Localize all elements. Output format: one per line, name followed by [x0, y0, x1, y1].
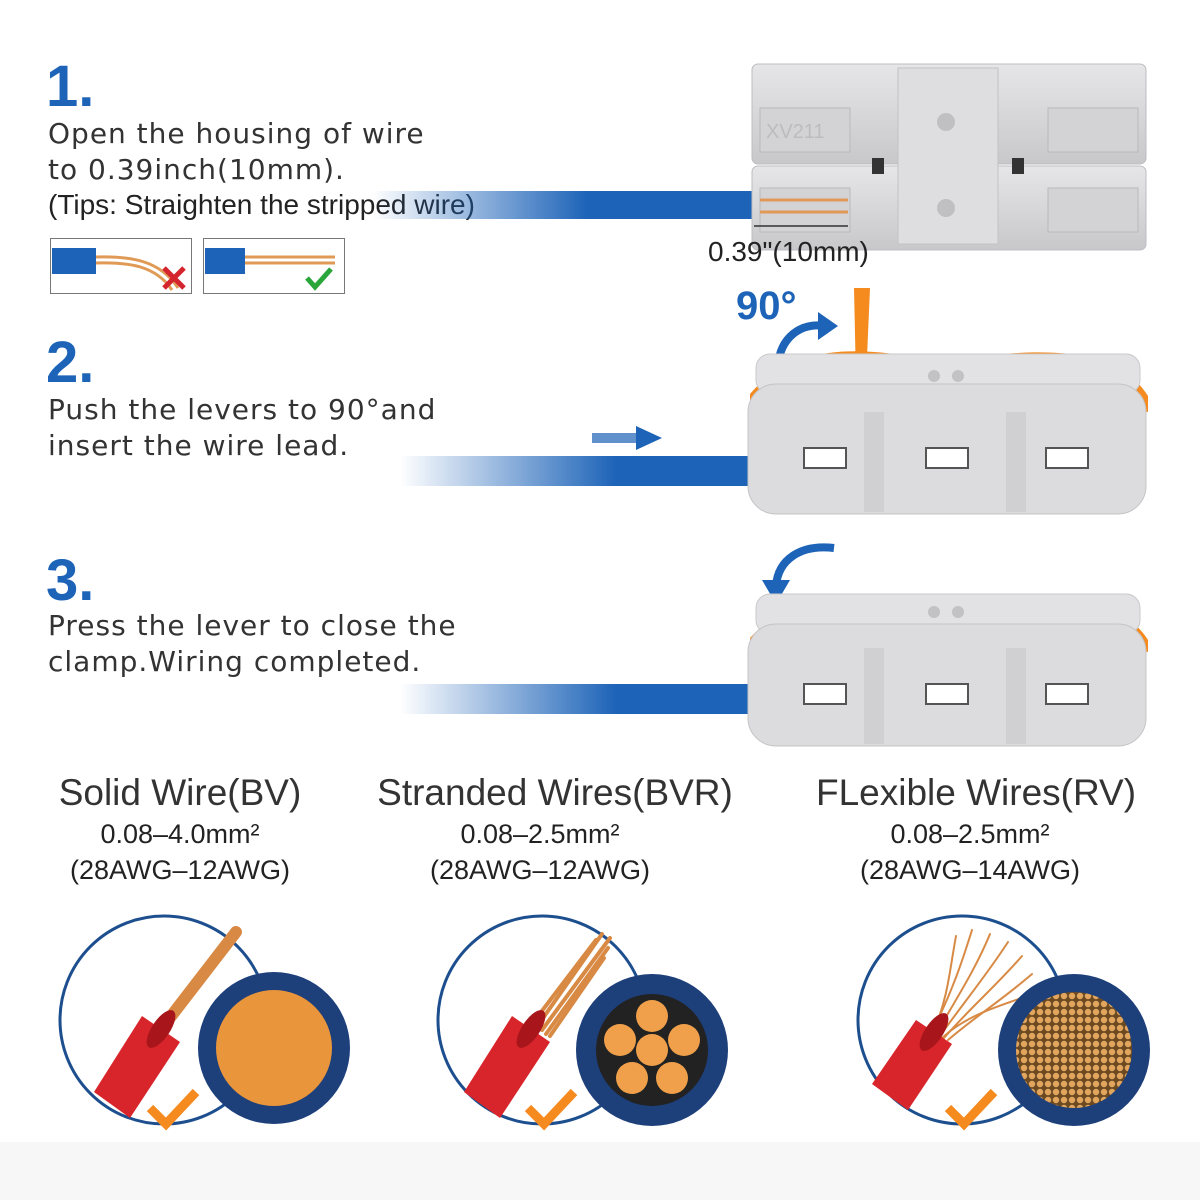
wire-spec2-flexible: (28AWG–14AWG) — [859, 855, 1081, 885]
wire-spec1-solid: 0.08–4.0mm² — [100, 819, 260, 849]
connector-lever-open — [747, 288, 1148, 515]
cross-icon — [162, 266, 186, 290]
model-label: XV211 — [766, 121, 825, 143]
step1-wire-bar — [372, 191, 764, 219]
connector-open-housing: XV211 — [751, 63, 1147, 251]
step1-text-line1: Open the housing of wire — [48, 117, 425, 150]
step2-angle: 90° — [736, 284, 797, 328]
flexible-wire-icon — [856, 914, 1150, 1131]
stranded-wire-icon — [436, 914, 728, 1131]
wire-spec1-stranded: 0.08–2.5mm² — [460, 819, 620, 849]
step2-wire-bar — [400, 456, 760, 486]
curved-arrow-down-icon — [762, 543, 835, 604]
wire-title-flexible: FLexible Wires(RV) — [815, 772, 1137, 813]
step3-text-line1: Press the lever to close the — [48, 609, 457, 642]
step1-number: 1. — [46, 54, 95, 119]
wrong-example-box — [50, 238, 192, 294]
step3-text-line2: clamp.Wiring completed. — [48, 645, 422, 678]
step3-wire-bar — [400, 684, 760, 714]
step2-text-line2: insert the wire lead. — [48, 429, 350, 462]
step2-text-line1: Push the levers to 90°and — [48, 393, 437, 426]
wire-spec2-solid: (28AWG–12AWG) — [69, 855, 291, 885]
wire-title-stranded: Stranded Wires(BVR) — [377, 772, 733, 813]
step3-number: 3. — [46, 548, 95, 613]
footer-band — [0, 1142, 1200, 1200]
step2-number: 2. — [46, 330, 95, 395]
strip-length-label: 0.39"(10mm) — [708, 236, 869, 267]
right-example-box — [203, 238, 345, 294]
wire-spec2-stranded: (28AWG–12AWG) — [429, 855, 651, 885]
right-arrow-icon — [592, 426, 662, 450]
check-icon — [305, 267, 333, 291]
step1-text-line2: to 0.39inch(10mm). — [48, 153, 345, 186]
wire-spec1-flexible: 0.08–2.5mm² — [890, 819, 1050, 849]
wire-title-solid: Solid Wire(BV) — [58, 772, 302, 813]
connector-lever-closed — [747, 593, 1148, 747]
solid-wire-icon — [58, 914, 350, 1131]
